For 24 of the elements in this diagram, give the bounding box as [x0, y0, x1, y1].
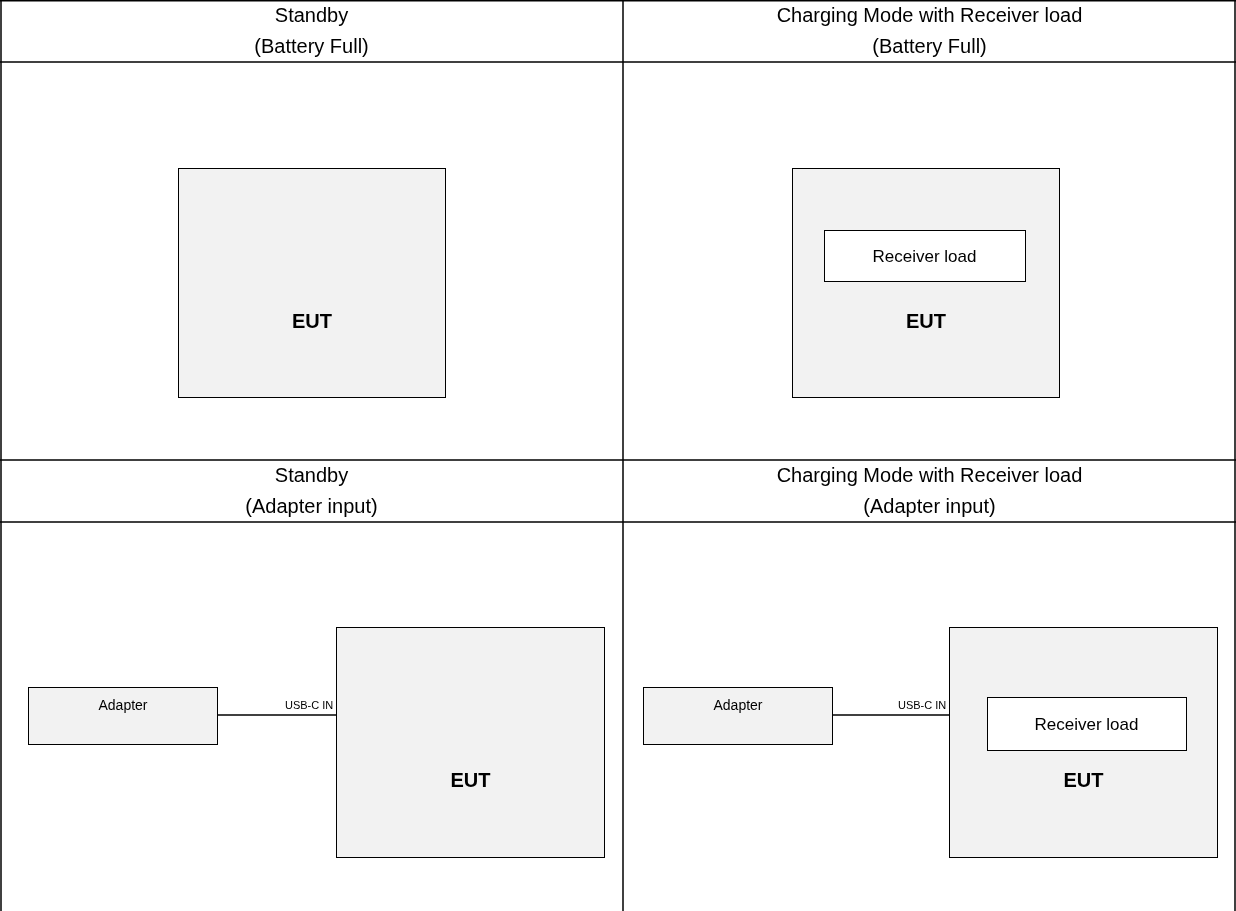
load-box [823, 229, 1026, 282]
column-heading: Standby (Battery Full) [253, 3, 370, 59]
adapter-box [28, 687, 218, 745]
device-box [949, 627, 1218, 858]
column-heading: Standby (Adapter input) [244, 463, 379, 519]
node-label: Adapter [98, 696, 148, 715]
edge-label: USB-C IN [898, 699, 947, 712]
column-heading: Charging Mode with Receiver load (Adapter input) [775, 463, 1084, 519]
node-label: Receiver load [872, 246, 977, 267]
node-label: EUT [292, 308, 332, 333]
device-box [178, 168, 446, 398]
node-label: EUT [1063, 768, 1104, 793]
connection-line [217, 714, 337, 716]
device-box [792, 168, 1060, 398]
node-label: EUT [906, 308, 946, 333]
node-label: Adapter [713, 696, 763, 715]
load-box [986, 696, 1187, 751]
device-box [336, 627, 605, 858]
adapter-box [643, 687, 833, 745]
connection-line [832, 714, 950, 716]
column-heading: Charging Mode with Receiver load (Battery Full) [775, 3, 1084, 59]
node-label: EUT [450, 768, 491, 793]
edge-label: USB-C IN [285, 699, 334, 712]
node-label: Receiver load [1034, 714, 1139, 735]
